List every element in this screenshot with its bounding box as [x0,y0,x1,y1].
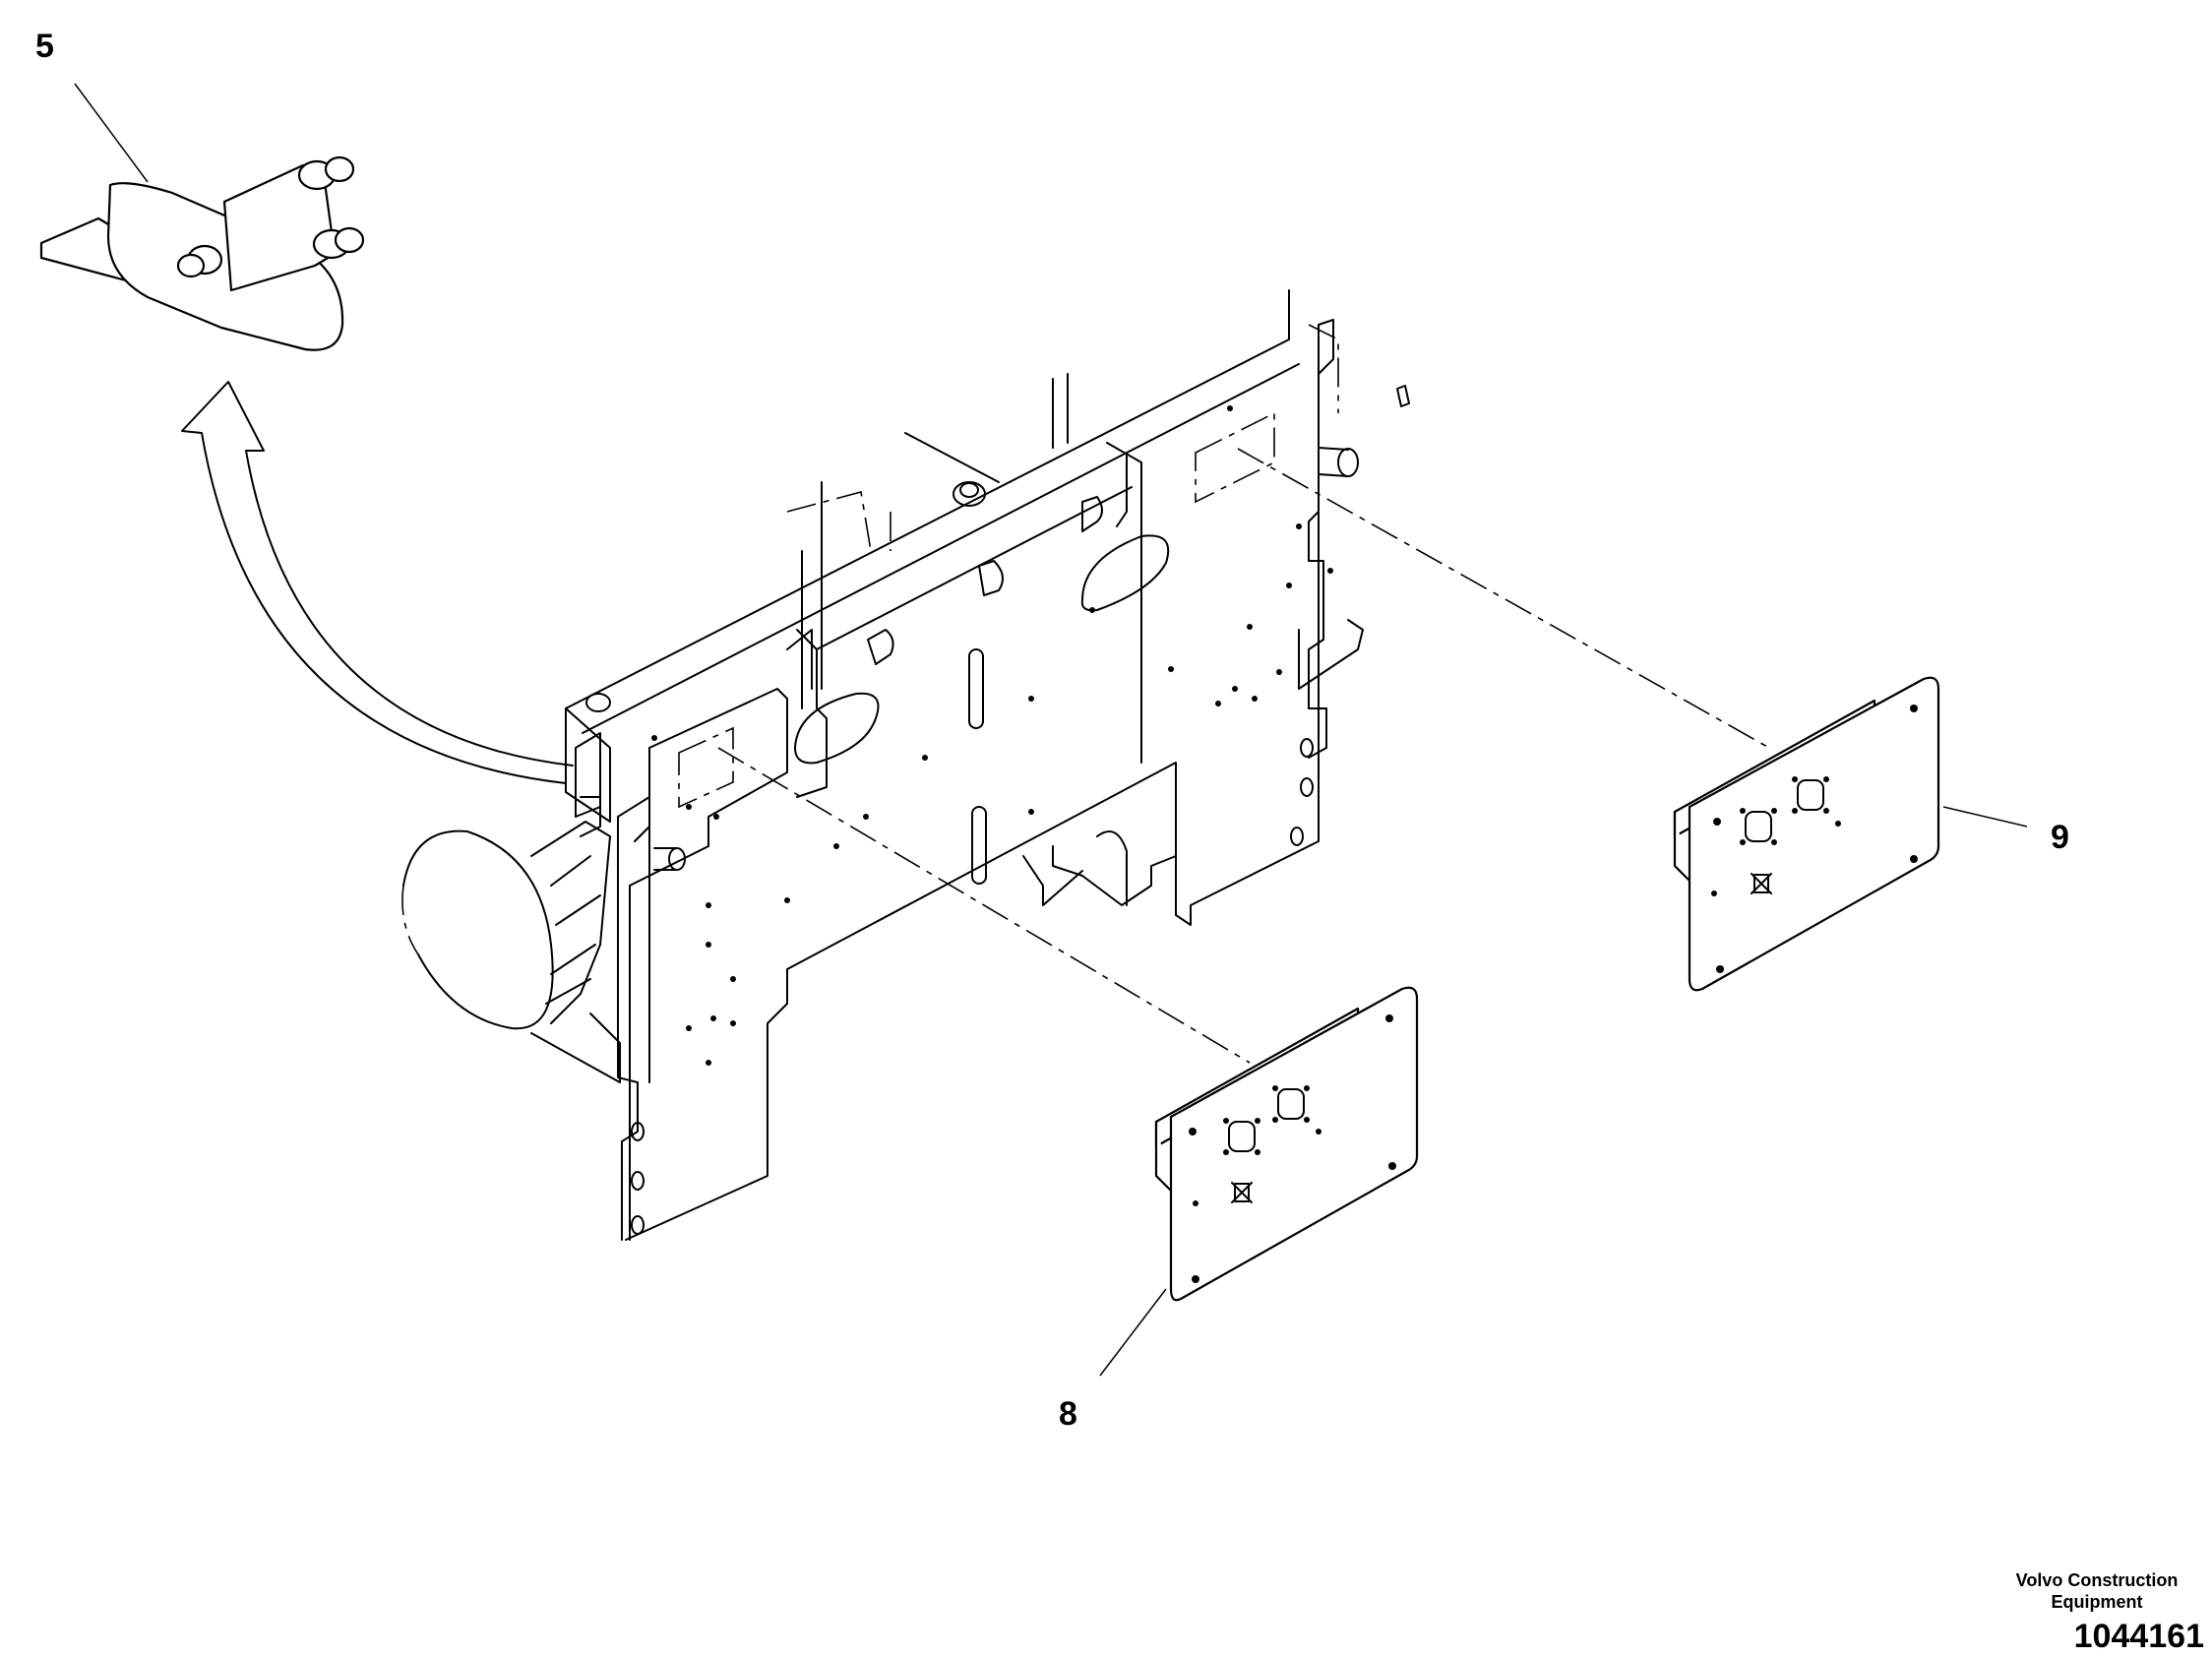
leader-line-8 [1099,1288,1167,1377]
motor-unit [401,821,621,1083]
control-panel-part-8 [1154,986,1419,1302]
control-panel-part-9 [1673,676,1940,992]
drawing-number: 1044161 [2073,1618,2204,1655]
curved-arrow [181,381,574,784]
callout-5: 5 [35,28,54,65]
frame-holes [631,405,1333,1235]
leader-line-9 [1942,806,2028,828]
battery-switch-part [39,155,365,351]
assembly-line-8 [717,747,1251,1064]
leader-line-5 [74,83,149,183]
company-name: Volvo Construction Equipment [2015,1570,2179,1612]
callout-9: 9 [2051,819,2069,856]
callout-8: 8 [1059,1395,1077,1433]
